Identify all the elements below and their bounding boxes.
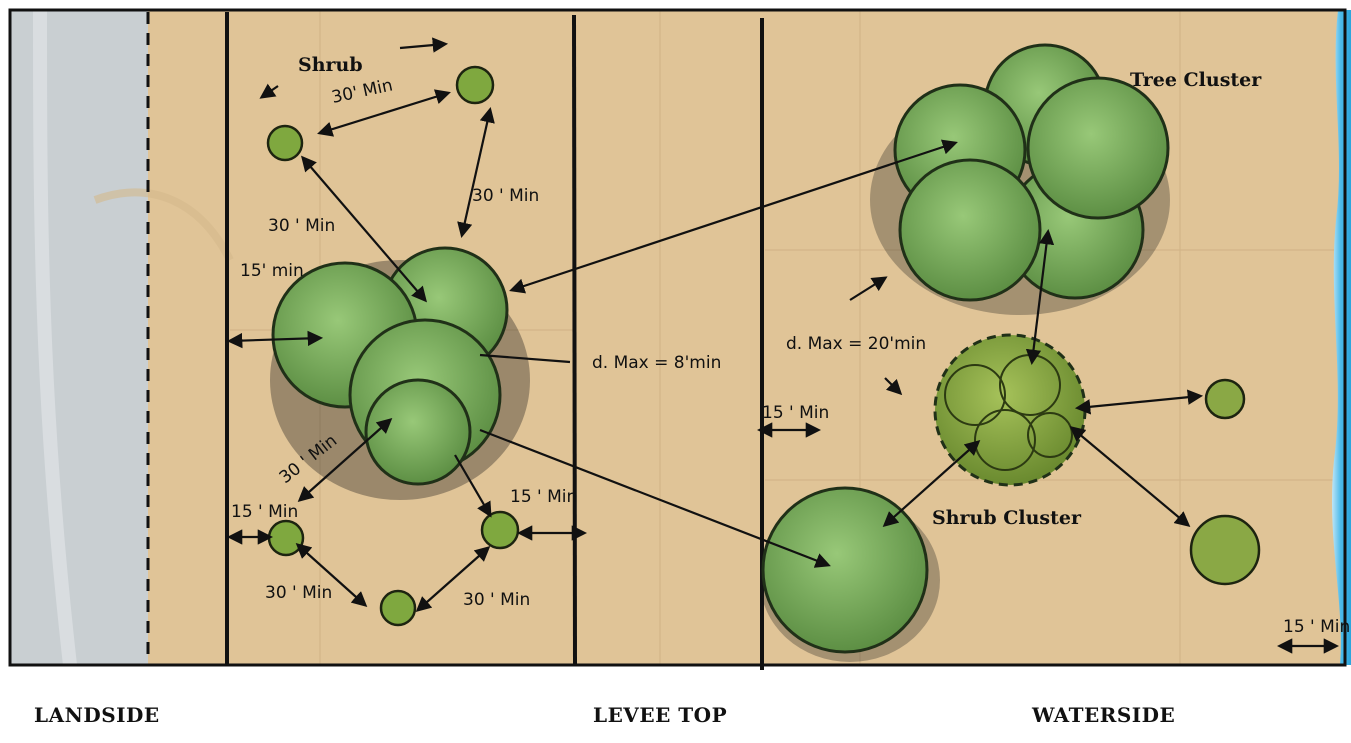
shrub [1206,380,1244,418]
tree-cluster-label: Tree Cluster [1130,69,1262,91]
tree-canopy [763,488,927,652]
shrub-cluster-label: Shrub Cluster [932,507,1082,529]
min30-bottom-right-label: 30 ' Min [463,590,530,610]
shrub [457,67,493,103]
tree-canopy [366,380,470,484]
landside-road [10,10,148,665]
shrub [269,521,303,555]
min30-right-label: 30 ' Min [472,186,539,206]
min15-bottom-mid-label: 15 ' Min [510,487,577,507]
shrub [268,126,302,160]
zone-label-levee-top: LEVEE TOP [593,703,727,727]
shrub [482,512,518,548]
min30-bottom-left-label: 30 ' Min [265,583,332,603]
tree-canopy [1028,78,1168,218]
min15-levee-label: 15 ' Min [762,403,829,423]
shrub-label: Shrub [298,54,363,76]
shrub-cluster [935,335,1085,485]
zone-label-landside: LANDSIDE [34,703,160,727]
d-max-20-label: d. Max = 20'min [786,334,926,354]
min15-upper-label: 15' min [240,261,304,281]
min15-bottom-left-label: 15 ' Min [231,502,298,522]
tree-canopy [900,160,1040,300]
d-max-8-label: d. Max = 8'min [592,353,721,373]
shrub [381,591,415,625]
shrub [1191,516,1259,584]
min15-water-label: 15 ' Min [1283,617,1350,637]
levee-crown-line-left [574,15,575,666]
zone-label-waterside: WATERSIDE [1032,703,1175,727]
min30-left-label: 30 ' Min [268,216,335,236]
